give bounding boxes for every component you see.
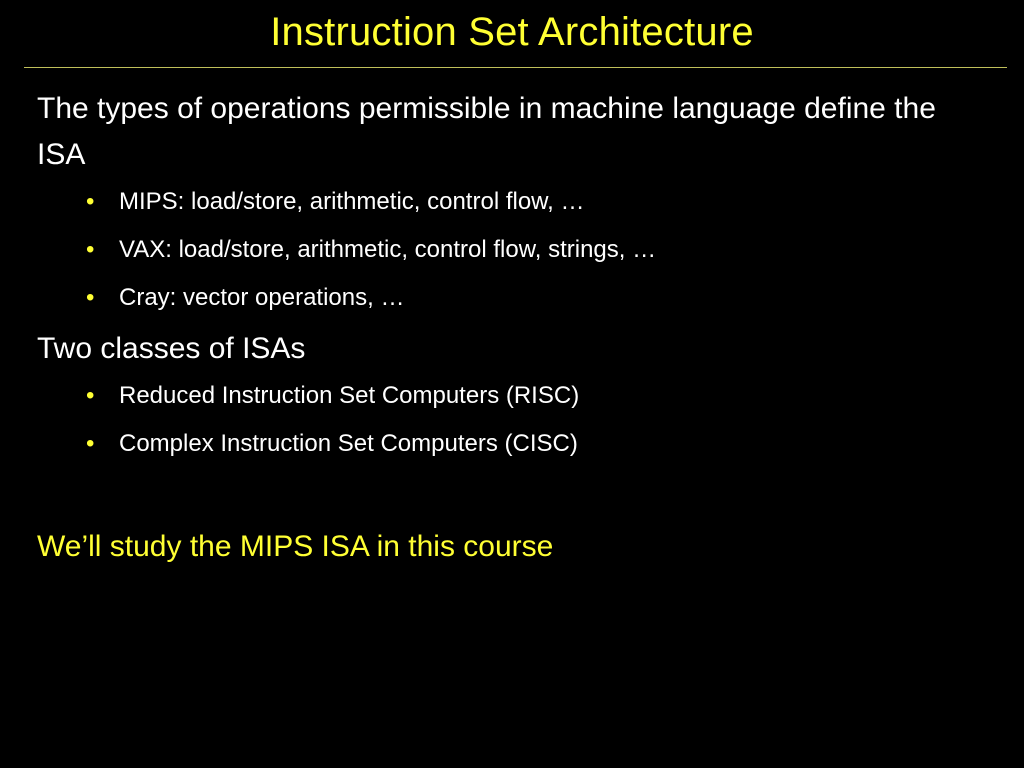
bullet-text: MIPS: load/store, arithmetic, control fl… bbox=[119, 188, 585, 215]
paragraph-isa-definition: The types of operations permissible in m… bbox=[37, 92, 936, 171]
bullet-text: Cray: vector operations, … bbox=[119, 284, 405, 311]
highlight-statement: We’ll study the MIPS ISA in this course bbox=[37, 530, 554, 563]
title-divider bbox=[24, 67, 1007, 68]
bullet-item: • Reduced Instruction Set Computers (RIS… bbox=[37, 372, 987, 420]
bullet-item: • Cray: vector operations, … bbox=[37, 274, 987, 322]
paragraph-isa-classes: Two classes of ISAs bbox=[37, 332, 306, 365]
bullet-list-isa-classes: • Reduced Instruction Set Computers (RIS… bbox=[37, 372, 987, 468]
bullet-text: VAX: load/store, arithmetic, control flo… bbox=[119, 236, 657, 263]
bullet-icon: • bbox=[86, 188, 95, 215]
bullet-list-isa-examples: • MIPS: load/store, arithmetic, control … bbox=[37, 178, 987, 322]
bullet-item: • VAX: load/store, arithmetic, control f… bbox=[37, 226, 987, 274]
bullet-icon: • bbox=[86, 382, 95, 409]
bullet-text: Complex Instruction Set Computers (CISC) bbox=[119, 430, 578, 457]
bullet-item: • MIPS: load/store, arithmetic, control … bbox=[37, 178, 987, 226]
slide-title: Instruction Set Architecture bbox=[270, 10, 754, 54]
slide-body: The types of operations permissible in m… bbox=[37, 86, 987, 570]
bullet-text: Reduced Instruction Set Computers (RISC) bbox=[119, 382, 580, 409]
bullet-icon: • bbox=[86, 284, 95, 311]
bullet-icon: • bbox=[86, 236, 95, 263]
bullet-item: • Complex Instruction Set Computers (CIS… bbox=[37, 420, 987, 468]
bullet-icon: • bbox=[86, 430, 95, 457]
